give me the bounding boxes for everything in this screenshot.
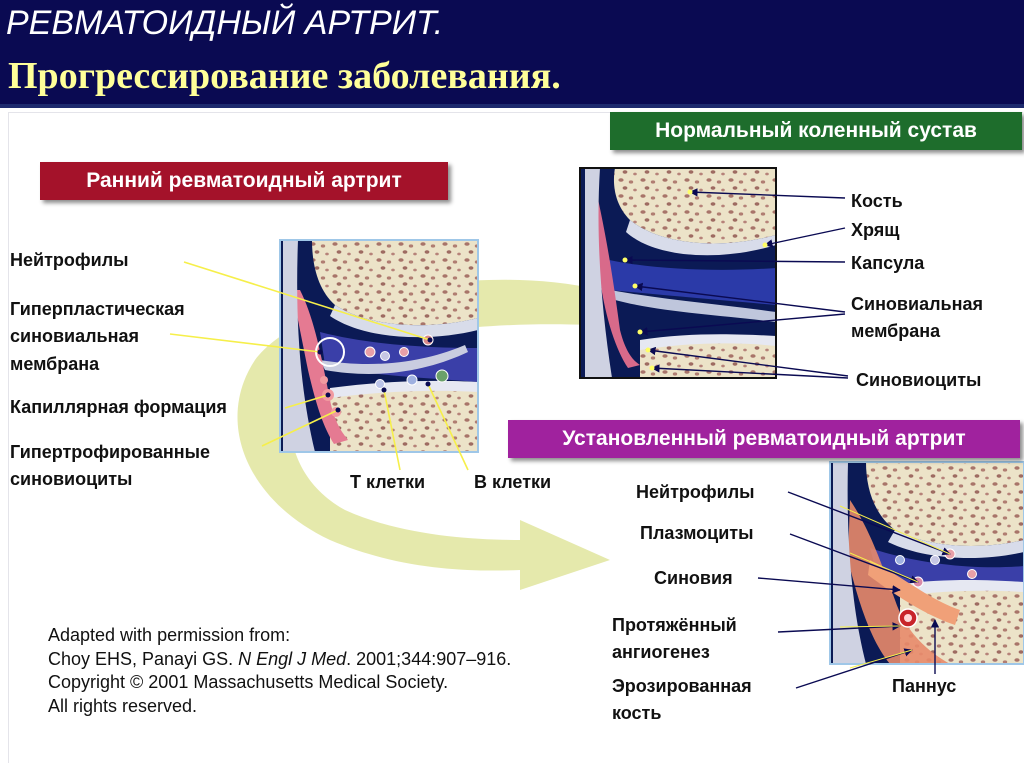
label-synovial-2: мембрана	[851, 321, 941, 341]
label-bone: Кость	[851, 191, 903, 211]
header-bar	[0, 0, 1024, 104]
slide-subtitle: Прогрессирование заболевания.	[8, 55, 561, 97]
label-hyperplastic-1: Гиперпластическая	[10, 299, 185, 319]
label-neutrophils-early: Нейтрофилы	[10, 250, 129, 270]
label-hypertrophied-1: Гипертрофированные	[10, 442, 211, 462]
established-ra-yellow-overlay	[839, 505, 951, 669]
label-capillary: Капиллярная формация	[10, 397, 227, 417]
citation-line-3: Copyright © 2001 Massachusetts Medical S…	[48, 672, 449, 692]
normal-joint-image	[580, 168, 776, 378]
citation-line-2: Choy EHS, Panayi GS. N Engl J Med. 2001;…	[48, 648, 512, 669]
normal-joint-leader-dots	[622, 189, 768, 371]
early-ra-joint-image	[280, 240, 478, 452]
established-ra-badge: Установленный ревматоидный артрит	[508, 420, 1020, 458]
normal-joint-border	[579, 167, 777, 379]
established-ra-leaders	[757, 491, 951, 689]
label-hyperplastic-3: мембрана	[10, 354, 100, 374]
label-cartilage: Хрящ	[851, 220, 900, 240]
citation-block: Adapted with permission from: Choy EHS, …	[48, 624, 511, 718]
early-ra-badge: Ранний ревматоидный артрит	[40, 162, 448, 200]
early-ra-leaders	[169, 261, 469, 471]
label-eroded-1: Эрозированная	[612, 676, 752, 696]
label-capsule: Капсула	[851, 253, 925, 273]
label-hypertrophied-2: синовиоциты	[10, 469, 133, 489]
normal-joint-badge: Нормальный коленный сустав	[610, 112, 1022, 150]
header-divider	[0, 104, 1024, 108]
citation-line-4: All rights reserved.	[48, 695, 198, 716]
citation-line-1: Adapted with permission from:	[48, 625, 291, 645]
label-eroded-2: кость	[612, 703, 662, 723]
label-synovia: Синовия	[654, 568, 733, 588]
label-b-cells: B клетки	[474, 472, 552, 492]
label-angiogenesis-2: ангиогенез	[612, 642, 710, 662]
early-ra-joint-border	[279, 239, 479, 453]
established-ra-joint-border	[829, 461, 1024, 665]
normal-joint-leaders	[624, 188, 849, 379]
content-frame	[8, 112, 1023, 763]
journal-name: N Engl J Med	[238, 648, 347, 669]
established-ra-joint-image	[830, 462, 1024, 664]
label-plasmocytes: Плазмоциты	[640, 523, 754, 543]
slide-title: РЕВМАТОИДНЫЙ АРТРИТ.	[6, 4, 444, 42]
label-neutrophils-est: Нейтрофилы	[636, 482, 755, 502]
label-synoviocytes: Синовиоциты	[856, 370, 982, 390]
label-t-cells: T клетки	[350, 472, 426, 492]
early-ra-leader-tips	[317, 337, 433, 413]
label-angiogenesis-1: Протяжённый	[612, 615, 737, 635]
label-pannus: Паннус	[892, 676, 957, 696]
label-hyperplastic-2: синовиальная	[10, 326, 139, 346]
label-synovial-1: Синовиальная	[851, 294, 983, 314]
